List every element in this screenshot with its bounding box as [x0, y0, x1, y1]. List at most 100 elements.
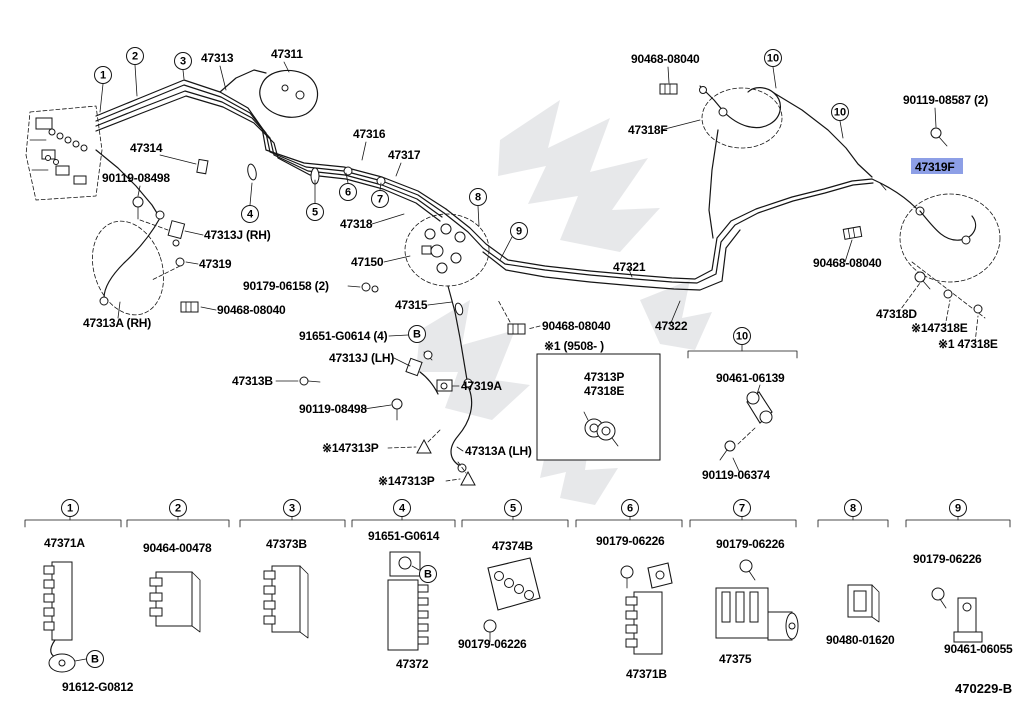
part-label-47311: 47311: [271, 47, 303, 61]
callout-number: 7: [739, 503, 745, 515]
part-label-47313a-rh: 47313A (RH): [83, 316, 151, 330]
section-callout-b1: B: [86, 650, 104, 668]
bolt-icon: [739, 559, 753, 573]
part-label-47322: 47322: [655, 319, 688, 333]
clip-90480-drawing: [847, 584, 880, 623]
callout-number: 2: [175, 503, 181, 515]
part-label-90480-01620: 90480-01620: [826, 633, 895, 647]
part-label-47313b: 47313B: [232, 374, 273, 388]
section-3: 3 47373B: [239, 499, 346, 639]
section-8: 8 90480-01620: [817, 499, 895, 647]
grommet-icon: [973, 304, 983, 314]
part-label-47313p-b: ※147313P: [378, 474, 435, 488]
part-label-91612-g0812: 91612-G0812: [62, 680, 134, 694]
bracket-47313j-rh: [167, 220, 186, 240]
washer-icon: [943, 289, 953, 299]
bolt-icons: [132, 127, 948, 461]
callout-5: 5: [306, 203, 324, 221]
callout-number: 2: [132, 51, 138, 63]
clamp-icon: [659, 83, 678, 95]
part-label-90179-06226-s6: 90179-06226: [596, 534, 665, 548]
part-label-47150: 47150: [351, 255, 384, 269]
callout-number: 10: [767, 53, 779, 65]
part-label-90461-06055: 90461-06055: [944, 642, 1013, 656]
bolt-icon: [914, 271, 926, 283]
grommet: [247, 163, 257, 181]
callout-number: 3: [180, 56, 186, 68]
callout-10-c: 10: [733, 327, 751, 345]
part-label-47319f[interactable]: 47319F: [915, 160, 955, 174]
callout-10-a: 10: [764, 49, 782, 67]
inset-box: ※1 (9508- ) 47313P 47318E: [536, 339, 661, 461]
part-label-47318e-b: ※1 47318E: [938, 337, 998, 351]
rear-tube-run: [443, 178, 874, 291]
inset-label-47318e: 47318E: [584, 384, 624, 398]
clamp-icon: [507, 323, 526, 335]
callout-number: 1: [100, 70, 106, 82]
hose-47319f: [871, 178, 1001, 319]
part-label-47319a: 47319A: [461, 379, 502, 393]
section-callout-4: 4: [393, 499, 411, 517]
part-label-90468-08040-left: 90468-08040: [217, 303, 286, 317]
callout-number: 8: [850, 503, 856, 515]
callout-number: 5: [510, 503, 516, 515]
hose-47313a-rh: [92, 149, 209, 316]
section-5: 5 47374B 90179-06226: [458, 499, 569, 651]
inset-label-47313p: 47313P: [584, 370, 624, 384]
callout-number: 6: [627, 503, 633, 515]
callout-8: 8: [469, 188, 487, 206]
bolt-icon: [930, 127, 948, 147]
clamp-47375-drawing: [715, 559, 799, 641]
callout-number: 5: [312, 207, 318, 219]
section-callout-1: 1: [61, 499, 79, 517]
part-label-47321: 47321: [613, 260, 646, 274]
part-label-47373b: 47373B: [266, 537, 307, 551]
part-label-47372: 47372: [396, 657, 429, 671]
grommet: [343, 166, 353, 176]
bolt-icon: [620, 565, 634, 579]
clamp-47373b-drawing: [263, 565, 309, 639]
section-callout-2: 2: [169, 499, 187, 517]
branch-lh: [405, 285, 476, 486]
callout-number: 4: [399, 503, 406, 515]
clamp-90464-drawing: [149, 571, 201, 633]
clamp-icon: [180, 301, 199, 313]
highlight-background[interactable]: [911, 158, 963, 174]
leader-lines: [99, 61, 979, 482]
clamp-icon: [842, 225, 863, 240]
part-label-47318e-a: ※147318E: [911, 321, 968, 335]
section-callout-7: 7: [733, 499, 751, 517]
part-label-90179-06226-s9: 90179-06226: [913, 552, 982, 566]
section-7: 7 90179-06226 47375: [689, 499, 799, 666]
section-4: 4 91651-G0614 B 47372: [351, 499, 456, 671]
callout-number: 1: [67, 503, 73, 515]
highlighted-part-47319f[interactable]: 47319F: [911, 158, 963, 174]
part-label-90461-06139: 90461-06139: [716, 371, 785, 385]
callout-number: 6: [345, 187, 351, 199]
callout-number: 9: [955, 503, 961, 515]
part-47319-shape: [175, 257, 185, 267]
part-label-90464-00478: 90464-00478: [143, 541, 212, 555]
bolt-icon: [361, 282, 379, 293]
bolt-icon: [719, 440, 736, 461]
drawing-number: 470229-B: [955, 681, 1012, 696]
part-label-90468-08040-mid: 90468-08040: [542, 319, 611, 333]
section-callout-8: 8: [844, 499, 862, 517]
callout-b-main: B: [408, 325, 426, 343]
clamp-47371b-drawing: [620, 562, 673, 655]
part-label-90179-06158: 90179-06158 (2): [243, 279, 329, 293]
callout-10-b: 10: [831, 103, 849, 121]
part-label-47371a: 47371A: [44, 536, 85, 550]
callout-number: 10: [834, 107, 846, 119]
part-label-47313a-lh: 47313A (LH): [465, 444, 532, 458]
callout-2: 2: [126, 47, 144, 65]
part-label-47317: 47317: [388, 148, 421, 162]
part-label-90119-08498-b: 90119-08498: [299, 402, 367, 416]
part-label-47318d: 47318D: [876, 307, 917, 321]
hose-47318f: [699, 85, 873, 239]
callout-letter: B: [91, 654, 99, 666]
part-label-47315: 47315: [395, 298, 428, 312]
part-label-47313j-rh: 47313J (RH): [204, 228, 271, 242]
triangle-mark: [460, 470, 476, 486]
